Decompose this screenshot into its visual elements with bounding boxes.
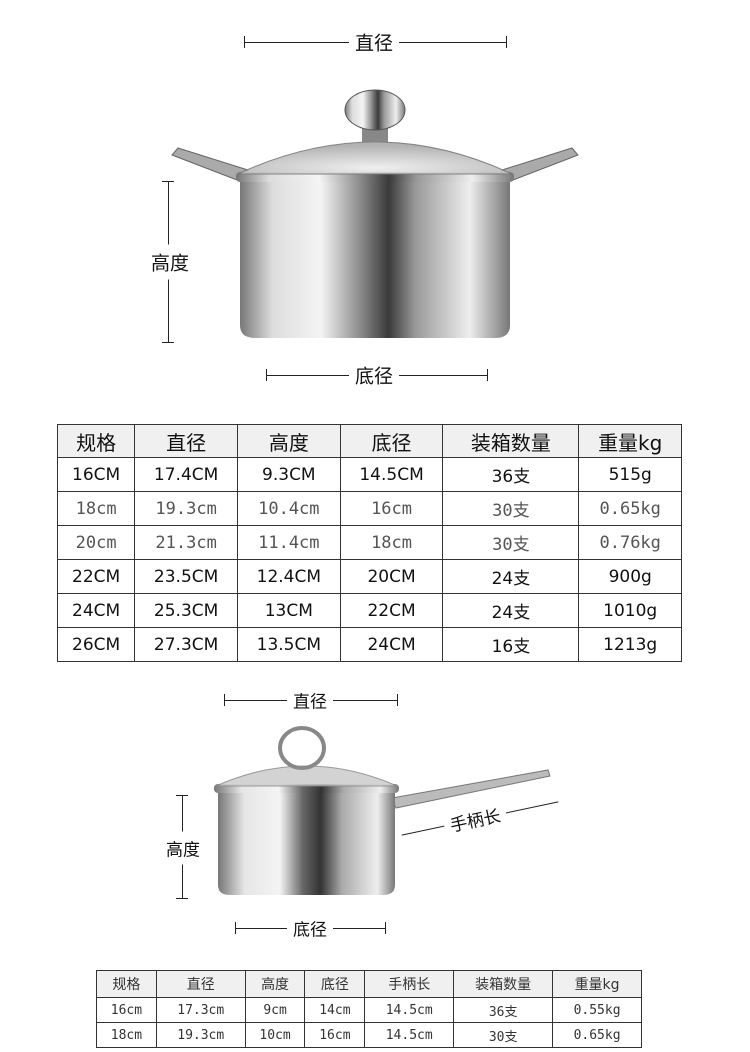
header-cell: 底径 [339,424,444,458]
table-cell: 16cm [96,997,157,1023]
table-cell: 13.5CM [236,627,341,662]
table-cell: 10.4cm [236,491,341,526]
table-cell: 11.4cm [236,525,341,560]
table-cell: 16cm [304,1022,366,1048]
table-cell: 14.5cm [364,1022,455,1048]
table-cell: 9cm [244,997,306,1023]
table-header-row: 规格 直径 高度 底径 装箱数量 重量kg [56,424,682,458]
table-cell: 0.55kg [552,997,642,1023]
saucepan-base-label: 底径 [287,915,333,941]
table-cell: 16cm [339,491,444,526]
table-cell: 24支 [442,593,580,628]
table-cell: 26CM [56,627,136,662]
table-cell: 18cm [56,491,136,526]
table-cell: 24CM [56,593,136,628]
saucepan-height-label: 高度 [166,831,200,865]
table-cell: 19.3cm [134,491,238,526]
table-cell: 27.3CM [134,627,238,662]
table-cell: 0.65kg [578,491,682,526]
saucepan-image [214,726,551,895]
table-cell: 17.4CM [134,457,238,492]
table-cell: 18cm [339,525,444,560]
header-cell: 重量kg [552,970,642,998]
table-header-row: 规格 直径 高度 底径 手柄长 装箱数量 重量kg [96,970,642,998]
table-cell: 18cm [96,1022,157,1048]
table-cell: 17.3cm [155,997,246,1023]
stockpot-image [171,89,579,338]
header-cell: 底径 [304,970,366,998]
diameter-label: 直径 [348,28,400,56]
header-cell: 装箱数量 [453,970,554,998]
header-cell: 直径 [134,424,238,458]
table-cell: 900g [578,559,682,594]
table-cell: 13CM [236,593,341,628]
table-cell: 24支 [442,559,580,594]
table-cell: 20cm [56,525,136,560]
table-cell: 14.5cm [364,997,455,1023]
table-cell: 14.5CM [339,457,444,492]
table-cell: 0.76kg [578,525,682,560]
table-cell: 19.3cm [155,1022,246,1048]
table-cell: 0.65kg [552,1022,642,1048]
table-cell: 36支 [453,997,554,1023]
table-cell: 30支 [453,1022,554,1048]
header-cell: 规格 [96,970,157,998]
table-cell: 30支 [442,525,580,560]
height-label: 高度 [150,244,190,280]
table-cell: 23.5CM [134,559,238,594]
table-cell: 1213g [578,627,682,662]
header-cell: 手柄长 [364,970,455,998]
header-cell: 高度 [236,424,341,458]
table-cell: 25.3CM [134,593,238,628]
table-cell: 36支 [442,457,580,492]
header-cell: 规格 [56,424,136,458]
table-cell: 16支 [442,627,580,662]
table-cell: 10cm [244,1022,306,1048]
header-cell: 装箱数量 [442,424,580,458]
table-cell: 24CM [339,627,444,662]
table-cell: 12.4CM [236,559,341,594]
table-cell: 22CM [339,593,444,628]
header-cell: 高度 [244,970,306,998]
saucepan-diameter-label: 直径 [287,687,333,713]
table-cell: 22CM [56,559,136,594]
table-cell: 1010g [578,593,682,628]
header-cell: 直径 [155,970,246,998]
table-cell: 9.3CM [236,457,341,492]
table-cell: 21.3cm [134,525,238,560]
table-cell: 16CM [56,457,136,492]
table-cell: 14cm [304,997,366,1023]
header-cell: 重量kg [578,424,682,458]
table-cell: 515g [578,457,682,492]
table-cell: 30支 [442,491,580,526]
base-diameter-label: 底径 [348,361,400,389]
table-cell: 20CM [339,559,444,594]
